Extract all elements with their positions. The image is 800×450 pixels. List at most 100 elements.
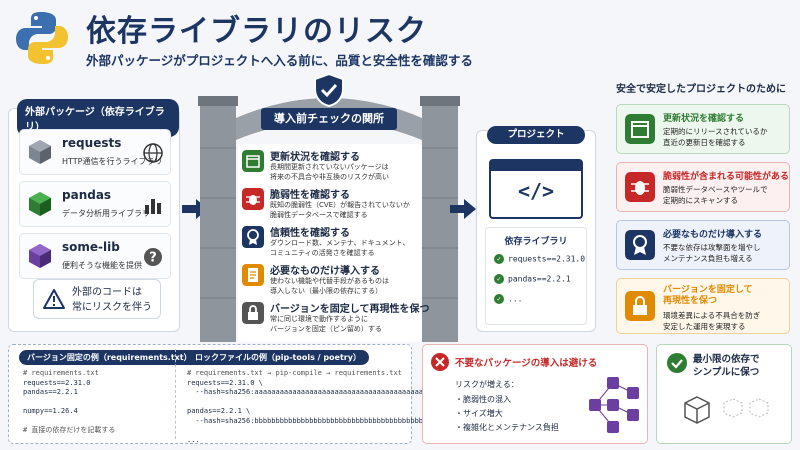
card-title: 脆弱性が含まれる可能性がある xyxy=(663,172,790,182)
benefit-card-vulnerability: 脆弱性が含まれる可能性がある 脆弱性データベースやツールで定期的にスキャンする xyxy=(616,162,790,212)
avoid-panel: 不要なパッケージの導入は避ける リスクが増える： ・脆弱性の混入 ・サイズ増大 … xyxy=(422,344,648,444)
check-title: 信頼性を確認する xyxy=(270,228,350,239)
card-line2: 直近の更新日を確認する xyxy=(663,138,746,147)
benefit-card-pinning: バージョンを固定して再現性を保つ 環境差異による不具合を防ぎ安定した運用を実現す… xyxy=(616,278,790,334)
code-line: ... xyxy=(187,435,200,444)
cube-icon xyxy=(29,244,51,268)
package-name: some-lib xyxy=(62,240,120,254)
package-card-some-lib: some-lib 便利そうな機能を提供 ? xyxy=(19,233,171,279)
cube-icon xyxy=(29,192,51,216)
check-desc1: 常に同じ環境で動作するように xyxy=(270,315,368,323)
minimal-panel: 最小限の依存でシンプルに保つ xyxy=(656,344,792,444)
package-desc: データ分析用ライブラリ xyxy=(62,209,150,218)
warning-line2: 常にリスクを伴う xyxy=(72,302,152,313)
check-desc1: 使わない機能や代替手段があるものは xyxy=(270,277,389,285)
package-name: pandas xyxy=(62,188,112,202)
page-subtitle: 外部パッケージがプロジェクトへ入る前に、品質と安全性を確認する xyxy=(86,53,473,68)
check-desc2: コミュニティの活発さを確認する xyxy=(270,249,375,257)
dependency-text: ... xyxy=(508,294,523,304)
award-icon xyxy=(625,230,655,260)
code-line: # requirements.txt → pip-compile → requi… xyxy=(187,369,402,377)
bug-icon xyxy=(625,172,655,202)
avoid-item: ・サイズ増大 xyxy=(455,409,503,418)
package-card-pandas: pandas データ分析用ライブラリ xyxy=(19,181,171,227)
svg-text:?: ? xyxy=(149,251,157,266)
card-title: バージョンを固定して xyxy=(663,285,753,295)
avoid-item: ・複雑化とメンテナンス負担 xyxy=(455,423,559,432)
code-examples-panel: バージョン固定の例（requirements.txt） # requiremen… xyxy=(8,344,436,444)
cube-icon xyxy=(29,140,51,164)
card-line1: 脆弱性データベースやツールで xyxy=(663,185,768,194)
check-desc2: 脆弱性データベースで確認する xyxy=(270,211,368,219)
right-title: 安全で安定したプロジェクトのために xyxy=(616,84,786,95)
check-desc2: 将来の不具合や非互換のリスクが高い xyxy=(270,173,389,181)
check-desc1: ダウンロード数、メンテナ、ドキュメント、 xyxy=(270,239,410,247)
pin-heading: バージョン固定の例（requirements.txt） xyxy=(19,350,200,365)
card-line2: 安定した運用を実現する xyxy=(663,322,746,331)
check-icon: ✓ xyxy=(494,294,504,304)
check-desc2: バージョンを固定（ピン留め）する xyxy=(270,325,382,333)
card-line1: 不要な依存は攻撃面を増やし xyxy=(663,243,761,252)
calendar-icon xyxy=(242,150,264,172)
check-desc1: 既知の脆弱性（CVE）が報告されていないか xyxy=(270,201,410,209)
arrow-right-icon xyxy=(450,199,476,219)
risk-warning: 外部のコードは常にリスクを伴う xyxy=(33,279,161,319)
code-line: # requirements.txt xyxy=(23,369,99,377)
benefit-card-minimal: 必要なものだけ導入する 不要な依存は攻撃面を増やしメンテナンス負担も増える xyxy=(616,220,790,270)
check-desc2: 導入しない（最小限の依存にする） xyxy=(270,287,383,295)
package-card-requests: requests HTTP通信を行うライブラリ xyxy=(19,129,171,175)
close-circle-icon xyxy=(431,353,449,371)
page-title: 依存ライブラリのリスク xyxy=(86,14,427,49)
check-circle-icon xyxy=(667,353,687,373)
lock-code-block: # requirements.txt → pip-compile → requi… xyxy=(187,369,436,445)
dependency-list: 依存ライブラリ ✓ requests==2.31.0 ✓ pandas==2.2.1… xyxy=(485,227,587,325)
gate-heading: 導入前チェックの関所 xyxy=(261,108,397,130)
package-name: requests xyxy=(62,136,122,150)
shield-check-icon xyxy=(314,72,344,108)
check-title: 脆弱性を確認する xyxy=(270,190,350,201)
card-line2: 定期的にスキャンする xyxy=(663,196,738,205)
package-desc: HTTP通信を行うライブラリ xyxy=(62,157,163,166)
calendar-icon xyxy=(625,114,655,144)
project-heading: プロジェクト xyxy=(487,126,585,144)
code-line: requests==2.31.0 \ xyxy=(187,378,263,387)
bug-icon xyxy=(242,188,264,210)
code-line: pandas==2.2.1 \ xyxy=(187,407,251,415)
dependency-item: ✓ pandas==2.2.1 xyxy=(494,274,571,284)
dependency-item: ✓ requests==2.31.0 xyxy=(494,254,585,264)
check-list: 更新状況を確認する 長期間更新されていないパッケージは将来の不具合や非互換のリス… xyxy=(238,144,430,342)
pin-code-block: # requirements.txt requests==2.31.0 pand… xyxy=(23,369,115,436)
check-title: 必要なものだけ導入する xyxy=(270,266,380,277)
question-icon: ? xyxy=(144,248,162,266)
minimal-title2: シンプルに保つ xyxy=(693,367,760,378)
card-line1: 定期的にリリースされているか xyxy=(663,127,768,136)
card-title-2: 再現性を保つ xyxy=(663,296,718,306)
check-icon: ✓ xyxy=(494,254,504,264)
card-line2: メンテナンス負担も増える xyxy=(663,254,753,263)
check-title: 更新状況を確認する xyxy=(270,152,360,163)
code-line: pandas==2.2.1 xyxy=(23,388,78,396)
code-line: requests==2.31.0 xyxy=(23,378,91,387)
package-desc: 便利そうな機能を提供 xyxy=(62,261,142,270)
dependency-tree-icon xyxy=(589,377,639,433)
lock-icon xyxy=(625,291,655,321)
checklist-icon xyxy=(242,264,264,286)
deps-title: 依存ライブラリ xyxy=(504,237,568,247)
award-icon xyxy=(242,226,264,248)
cubes-icon xyxy=(684,396,769,424)
lock-heading: ロックファイルの例（pip-tools / poetry） xyxy=(187,350,369,365)
dependency-text: requests==2.31.0 xyxy=(508,254,586,264)
dependency-item: ✓... xyxy=(494,294,522,304)
lock-icon xyxy=(242,302,264,324)
globe-icon xyxy=(143,143,163,163)
code-line: # 直接の依存だけを記載する xyxy=(23,426,116,434)
card-title: 必要なものだけ導入する xyxy=(663,230,763,240)
code-symbol: </> xyxy=(517,179,555,203)
dependency-text: pandas==2.2.1 xyxy=(508,274,571,284)
check-icon: ✓ xyxy=(494,274,504,284)
check-desc1: 長期間更新されていないパッケージは xyxy=(270,163,389,171)
avoid-item: ・脆弱性の混入 xyxy=(455,395,511,404)
bar-chart-icon xyxy=(145,199,161,214)
benefit-card-update: 更新状況を確認する 定期的にリリースされているか直近の更新日を確認する xyxy=(616,104,790,154)
avoid-lead: リスクが増える： xyxy=(455,380,519,389)
